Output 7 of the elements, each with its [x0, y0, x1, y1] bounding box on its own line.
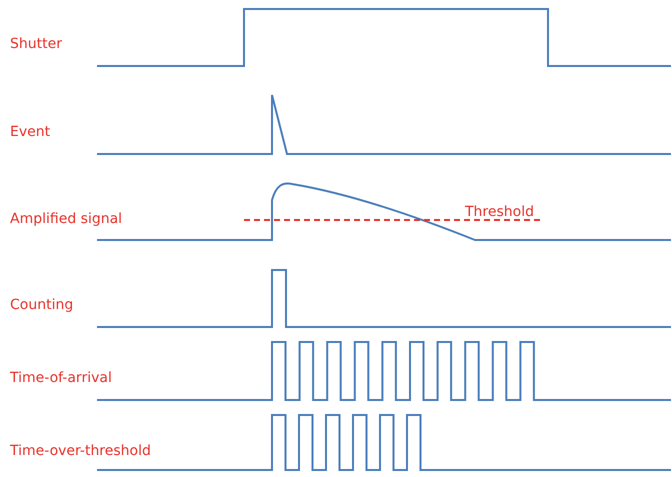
threshold-label: Threshold [465, 204, 534, 220]
signal-label: Event [10, 124, 50, 140]
signal-label: Counting [10, 297, 74, 313]
signal-label: Amplified signal [10, 211, 122, 227]
signal-label: Time-of-arrival [10, 370, 112, 386]
signal-label: Shutter [10, 36, 62, 52]
signal-label: Time-over-threshold [10, 443, 151, 459]
